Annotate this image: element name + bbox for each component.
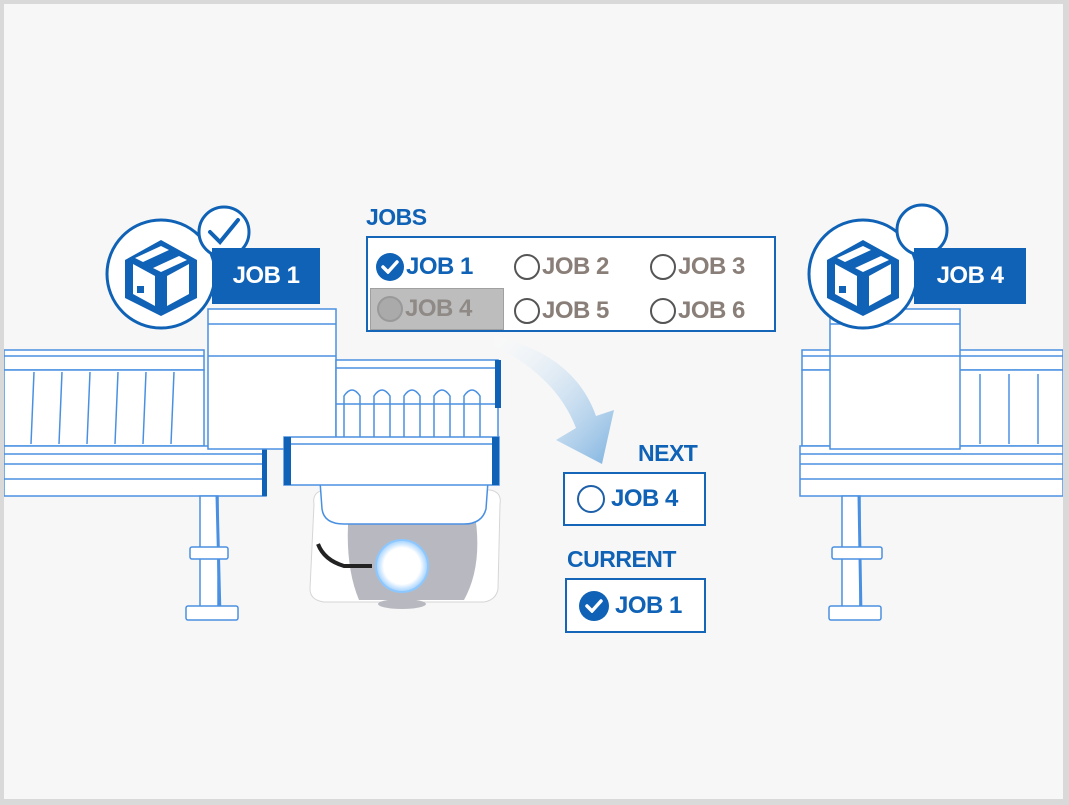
job-option-1[interactable]: JOB 1 xyxy=(376,250,473,284)
job-option-label: JOB 3 xyxy=(678,253,745,280)
job-option-label: JOB 2 xyxy=(542,253,609,280)
job-option-label: JOB 1 xyxy=(406,253,473,280)
diagram-frame: JOB 1 JOB 4 JOBS JOB 1 JOB 2 JOB 3 JOB 4… xyxy=(4,4,1063,799)
radio-icon xyxy=(650,298,676,324)
current-job-box: JOB 1 xyxy=(565,578,706,633)
right-package-icon xyxy=(807,218,919,330)
job-option-5[interactable]: JOB 5 xyxy=(514,294,609,328)
job-option-label: JOB 6 xyxy=(678,297,745,324)
job-option-3[interactable]: JOB 3 xyxy=(650,250,745,284)
next-label: NEXT xyxy=(638,440,698,466)
radio-icon xyxy=(514,298,540,324)
right-station-box xyxy=(829,308,961,450)
job-option-label: JOB 5 xyxy=(542,297,609,324)
left-conveyor xyxy=(4,349,267,621)
current-job-label: JOB 1 xyxy=(615,591,682,619)
current-label: CURRENT xyxy=(567,546,676,572)
illustration xyxy=(4,203,1063,621)
left-check-badge-icon xyxy=(197,205,251,259)
job-option-label: JOB 4 xyxy=(405,295,472,322)
job-option-6[interactable]: JOB 6 xyxy=(650,294,745,328)
job-option-4[interactable]: JOB 4 xyxy=(370,288,504,330)
robot-deck xyxy=(283,436,500,525)
robot-top-rollers xyxy=(335,359,501,441)
left-package-icon xyxy=(105,218,217,330)
right-station-tag: JOB 4 xyxy=(914,248,1026,304)
next-job-box: JOB 4 xyxy=(563,472,706,526)
left-station-tag: JOB 1 xyxy=(212,248,320,304)
checked-radio-icon xyxy=(376,253,404,281)
jobs-panel: JOB 1 JOB 2 JOB 3 JOB 4 JOB 5 JOB 6 xyxy=(366,236,776,332)
jobs-panel-title: JOBS xyxy=(366,204,427,230)
left-station-box xyxy=(207,308,337,450)
radio-icon xyxy=(650,254,676,280)
job-option-2[interactable]: JOB 2 xyxy=(514,250,609,284)
next-job-label: JOB 4 xyxy=(611,485,678,512)
radio-icon xyxy=(514,254,540,280)
checked-radio-icon xyxy=(579,590,609,621)
radio-icon xyxy=(377,296,403,322)
radio-icon xyxy=(577,485,605,513)
transfer-arrow xyxy=(494,336,614,464)
